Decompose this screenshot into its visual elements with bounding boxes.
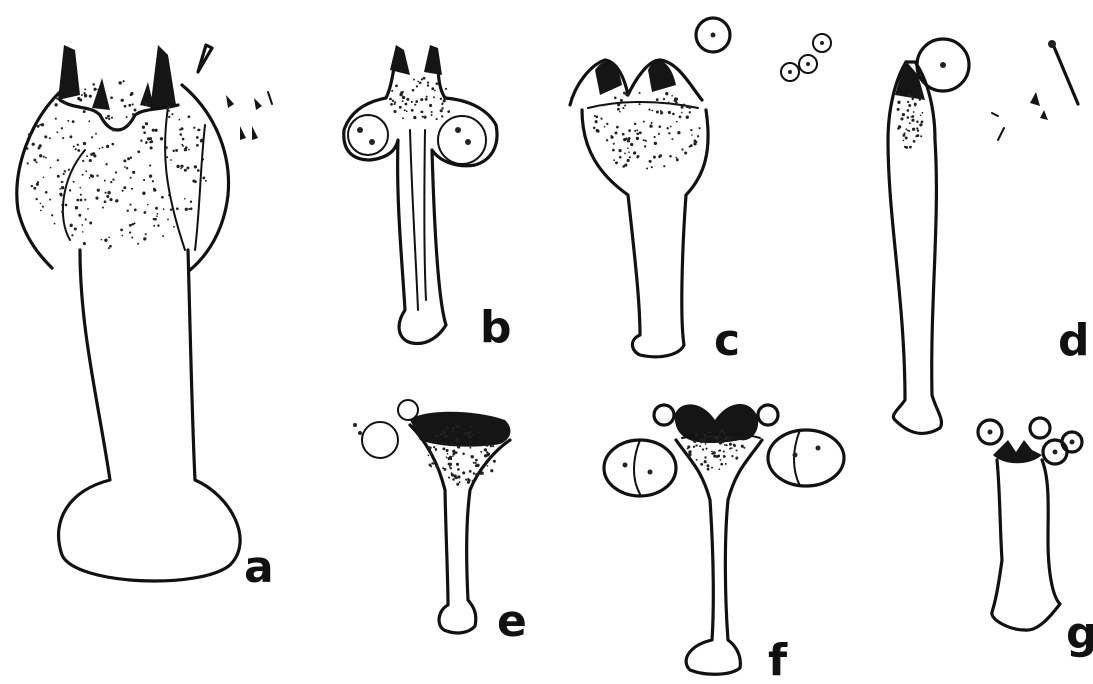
- panel-label-f: f: [768, 635, 788, 684]
- panel-label-c: c: [714, 315, 740, 366]
- specimen-g: g: [978, 418, 1093, 659]
- specimen-e: e: [353, 400, 527, 647]
- specimen-f: f: [604, 404, 844, 684]
- panel-label-e: e: [497, 596, 527, 647]
- panel-label-a: a: [244, 542, 274, 593]
- panel-label-b: b: [480, 302, 512, 353]
- specimen-d: d: [888, 39, 1090, 433]
- specimen-a: a: [17, 45, 274, 593]
- specimen-c: c: [570, 18, 831, 366]
- panel-label-d: d: [1058, 315, 1090, 366]
- panel-label-g: g: [1066, 608, 1093, 659]
- specimen-b: b: [344, 45, 512, 353]
